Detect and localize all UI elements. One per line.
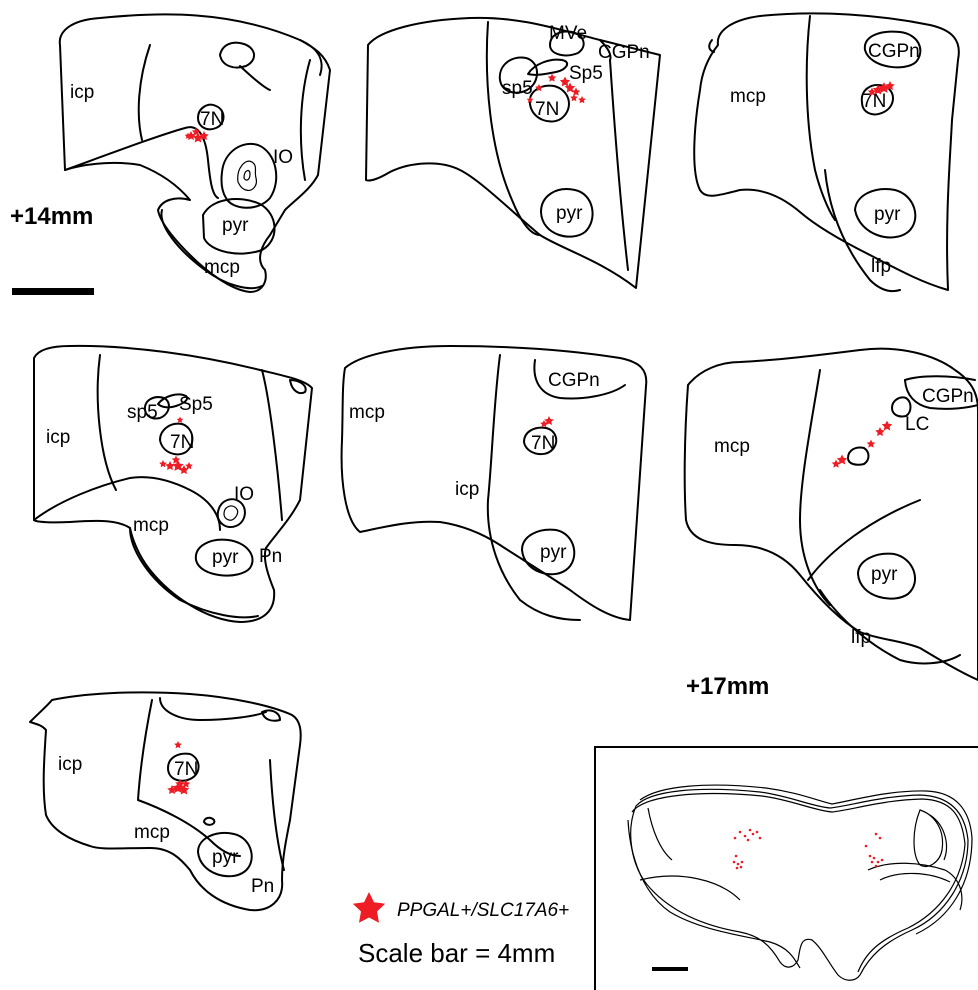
marker-cluster — [832, 421, 893, 468]
label-mcp: mcp — [134, 822, 170, 843]
marker-star — [548, 74, 557, 82]
marker-dot — [759, 837, 762, 840]
marker-dot — [875, 865, 878, 868]
marker-dot — [747, 839, 750, 842]
marker-dot — [741, 861, 744, 864]
label-mcp: mcp — [730, 86, 766, 107]
marker-dot — [881, 859, 884, 862]
marker-dot — [875, 833, 878, 836]
marker-dot — [736, 867, 739, 870]
label-icp: icp — [46, 427, 70, 448]
marker-dot — [749, 829, 752, 832]
label-io: IO — [234, 484, 254, 505]
section-panel-5: mcp CGPn 7N icp pyr — [342, 346, 647, 620]
label-pyr: pyr — [212, 847, 239, 868]
label-pyr: pyr — [212, 547, 239, 568]
label-sp5-lower: sp5 — [502, 78, 533, 99]
label-pyr: pyr — [540, 542, 567, 563]
label-cgpn: CGPn — [922, 386, 974, 407]
label-7n: 7N — [170, 432, 194, 453]
label-sp5-upper: Sp5 — [569, 63, 603, 84]
scale-bar-caption: Scale bar = 4mm — [358, 938, 555, 968]
label-mcp: mcp — [133, 515, 169, 536]
scale-bar — [12, 288, 94, 295]
legend-star-icon — [353, 892, 385, 923]
marker-dot — [744, 835, 747, 838]
inset-marker-dots — [733, 829, 884, 870]
label-pyr: pyr — [222, 215, 249, 236]
marker-dot — [879, 837, 882, 840]
label-mcp: mcp — [714, 436, 750, 457]
section-panel-2: MVe CGPn Sp5 sp5 7N pyr — [366, 18, 660, 288]
label-lfp: lfp — [871, 256, 891, 277]
inset-scale-bar — [652, 967, 688, 971]
label-pn: Pn — [251, 876, 274, 897]
marker-dot — [739, 831, 742, 834]
marker-dot — [735, 855, 738, 858]
marker-dot — [756, 831, 759, 834]
marker-dot — [737, 863, 740, 866]
legend-marker-label: PPGAL+/SLC17A6+ — [397, 900, 569, 921]
level-label-end: +17mm — [686, 673, 769, 700]
marker-star — [832, 460, 841, 468]
marker-cluster — [540, 416, 554, 427]
label-pyr: pyr — [556, 203, 583, 224]
label-sp5-upper: Sp5 — [179, 394, 213, 415]
marker-star — [572, 88, 581, 96]
marker-dot — [733, 861, 736, 864]
legend: PPGAL+/SLC17A6+ Scale bar = 4mm — [353, 892, 569, 968]
marker-dot — [752, 833, 755, 836]
label-7n: 7N — [531, 433, 555, 454]
marker-dot — [734, 837, 737, 840]
marker-star — [177, 417, 184, 423]
label-cgpn: CGPn — [548, 370, 600, 391]
inset-frame — [595, 747, 978, 990]
label-io: IO — [273, 147, 293, 168]
section-panel-6: mcp CGPn LC pyr lfp — [685, 349, 978, 680]
label-lc: LC — [905, 414, 929, 435]
marker-star — [570, 94, 578, 101]
section-panel-1: icp 7N IO pyr mcp — [60, 14, 330, 292]
label-pyr: pyr — [871, 564, 898, 585]
marker-dot — [871, 861, 874, 864]
label-lfp: lfp — [851, 627, 871, 648]
label-icp: icp — [455, 479, 479, 500]
marker-dot — [869, 855, 872, 858]
label-pyr: pyr — [874, 204, 901, 225]
label-mcp: mcp — [204, 257, 240, 278]
marker-star — [882, 421, 892, 431]
marker-dot — [865, 845, 868, 848]
marker-star — [174, 741, 182, 748]
marker-star — [578, 96, 586, 103]
label-7n: 7N — [200, 109, 224, 130]
marker-dot — [877, 861, 880, 864]
label-icp: icp — [70, 82, 94, 103]
inset-section-outlines — [628, 785, 972, 980]
label-icp: icp — [58, 754, 82, 775]
marker-star — [165, 461, 175, 470]
label-pn: Pn — [259, 546, 282, 567]
label-7n: 7N — [174, 759, 198, 780]
label-mcp: mcp — [349, 402, 385, 423]
marker-star — [159, 460, 167, 467]
label-cgpn: CGPn — [868, 41, 920, 62]
marker-star — [867, 440, 876, 448]
label-cgpn: CGPn — [598, 42, 650, 63]
label-sp5-lower: sp5 — [127, 402, 158, 423]
section-panel-7: icp 7N mcp pyr Pn — [30, 692, 301, 910]
label-7n: 7N — [535, 99, 559, 120]
marker-dot — [873, 857, 876, 860]
label-mve: MVe — [549, 23, 587, 44]
inset-overview — [595, 747, 978, 990]
section-panel-3: mcp CGPn 7N pyr lfp — [694, 13, 959, 291]
level-label-start: +14mm — [10, 203, 93, 230]
section-panel-4: icp sp5 Sp5 7N IO mcp pyr Pn — [34, 346, 312, 622]
marker-dot — [740, 866, 743, 869]
marker-star — [875, 427, 885, 436]
